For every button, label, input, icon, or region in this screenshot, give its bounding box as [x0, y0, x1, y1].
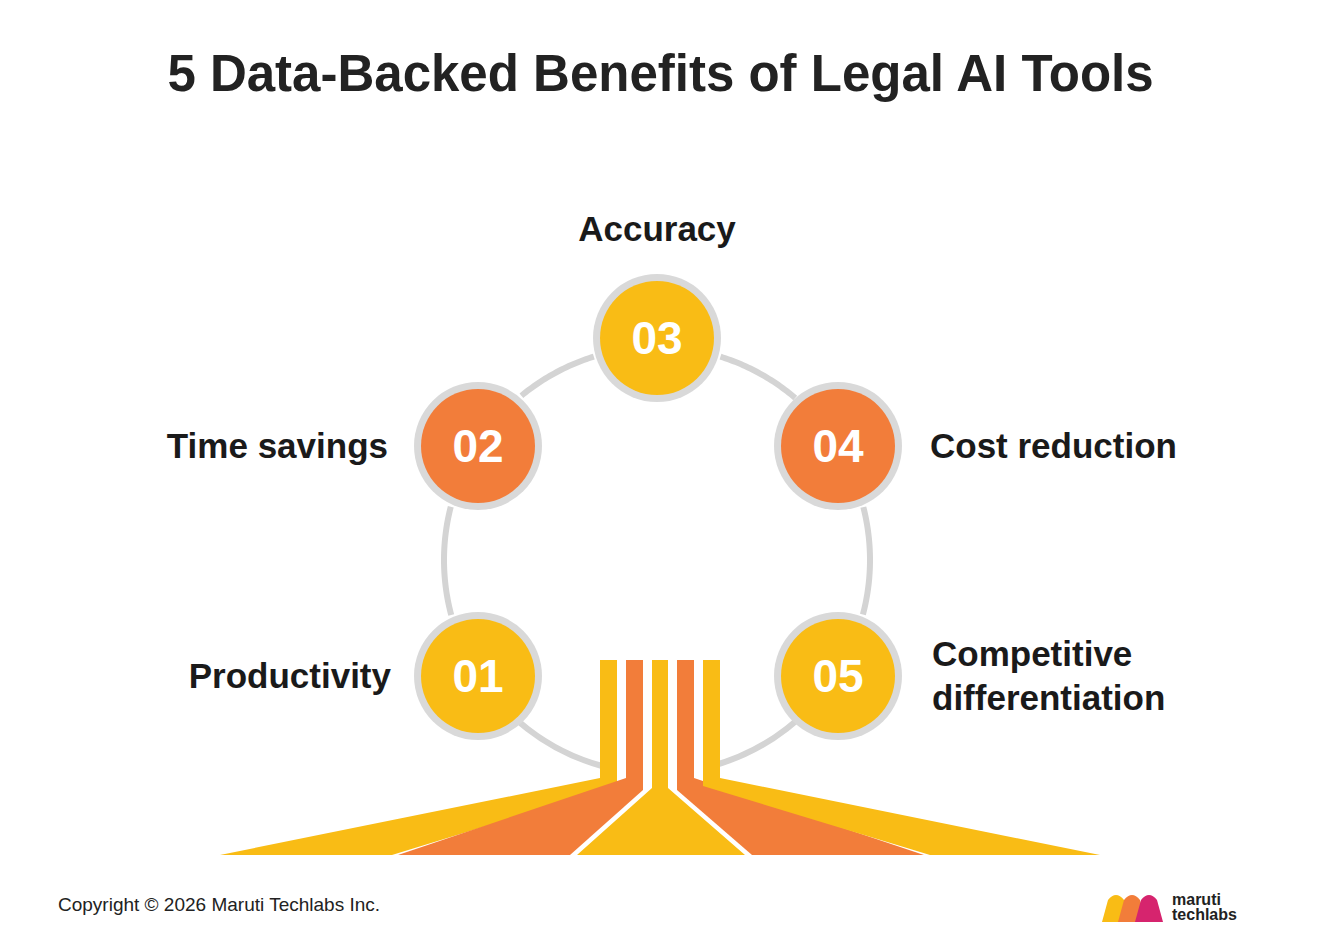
ring-connector — [521, 357, 593, 396]
logo-wordmark: maruti techlabs — [1172, 892, 1252, 922]
ring-connector — [720, 357, 795, 398]
benefit-label: Cost reduction — [930, 424, 1177, 468]
benefit-label: Accuracy — [578, 207, 736, 251]
benefit-circle: 04Cost reduction — [773, 381, 903, 511]
logo-hump — [1135, 895, 1163, 922]
pillar-stripe — [652, 660, 668, 780]
ring-connector — [444, 507, 451, 615]
pillar-stripe — [703, 660, 720, 780]
callout-number: 05 — [773, 611, 903, 741]
circle-ring — [774, 612, 902, 740]
pillar-stripe — [677, 660, 694, 780]
title: 5 Data-Backed Benefits of Legal AI Tools — [0, 44, 1321, 103]
callout-number: 01 — [413, 611, 543, 741]
circle-ring — [414, 612, 542, 740]
logo-mark — [1102, 895, 1163, 922]
circle-ring — [414, 382, 542, 510]
pillar-stripe — [600, 660, 617, 780]
ring-connector — [863, 507, 870, 614]
callout-number: 03 — [592, 273, 722, 403]
benefit-circle: 05Competitive differentiation — [773, 611, 903, 741]
benefit-circle: 01Productivity — [413, 611, 543, 741]
benefit-circle: 03Accuracy — [592, 273, 722, 403]
callout-number: 02 — [413, 381, 543, 511]
circle-ring — [774, 382, 902, 510]
callout-number: 04 — [773, 381, 903, 511]
circle-ring — [593, 274, 721, 402]
benefit-label: Productivity — [189, 654, 391, 698]
copyright-note: Copyright © 2026 Maruti Techlabs Inc. — [58, 894, 380, 916]
benefit-circle: 02Time savings — [413, 381, 543, 511]
benefit-label: Time savings — [167, 424, 388, 468]
pillar-stripe — [626, 660, 643, 780]
fan-band — [703, 778, 1100, 855]
benefit-label: Competitive differentiation — [932, 632, 1232, 720]
